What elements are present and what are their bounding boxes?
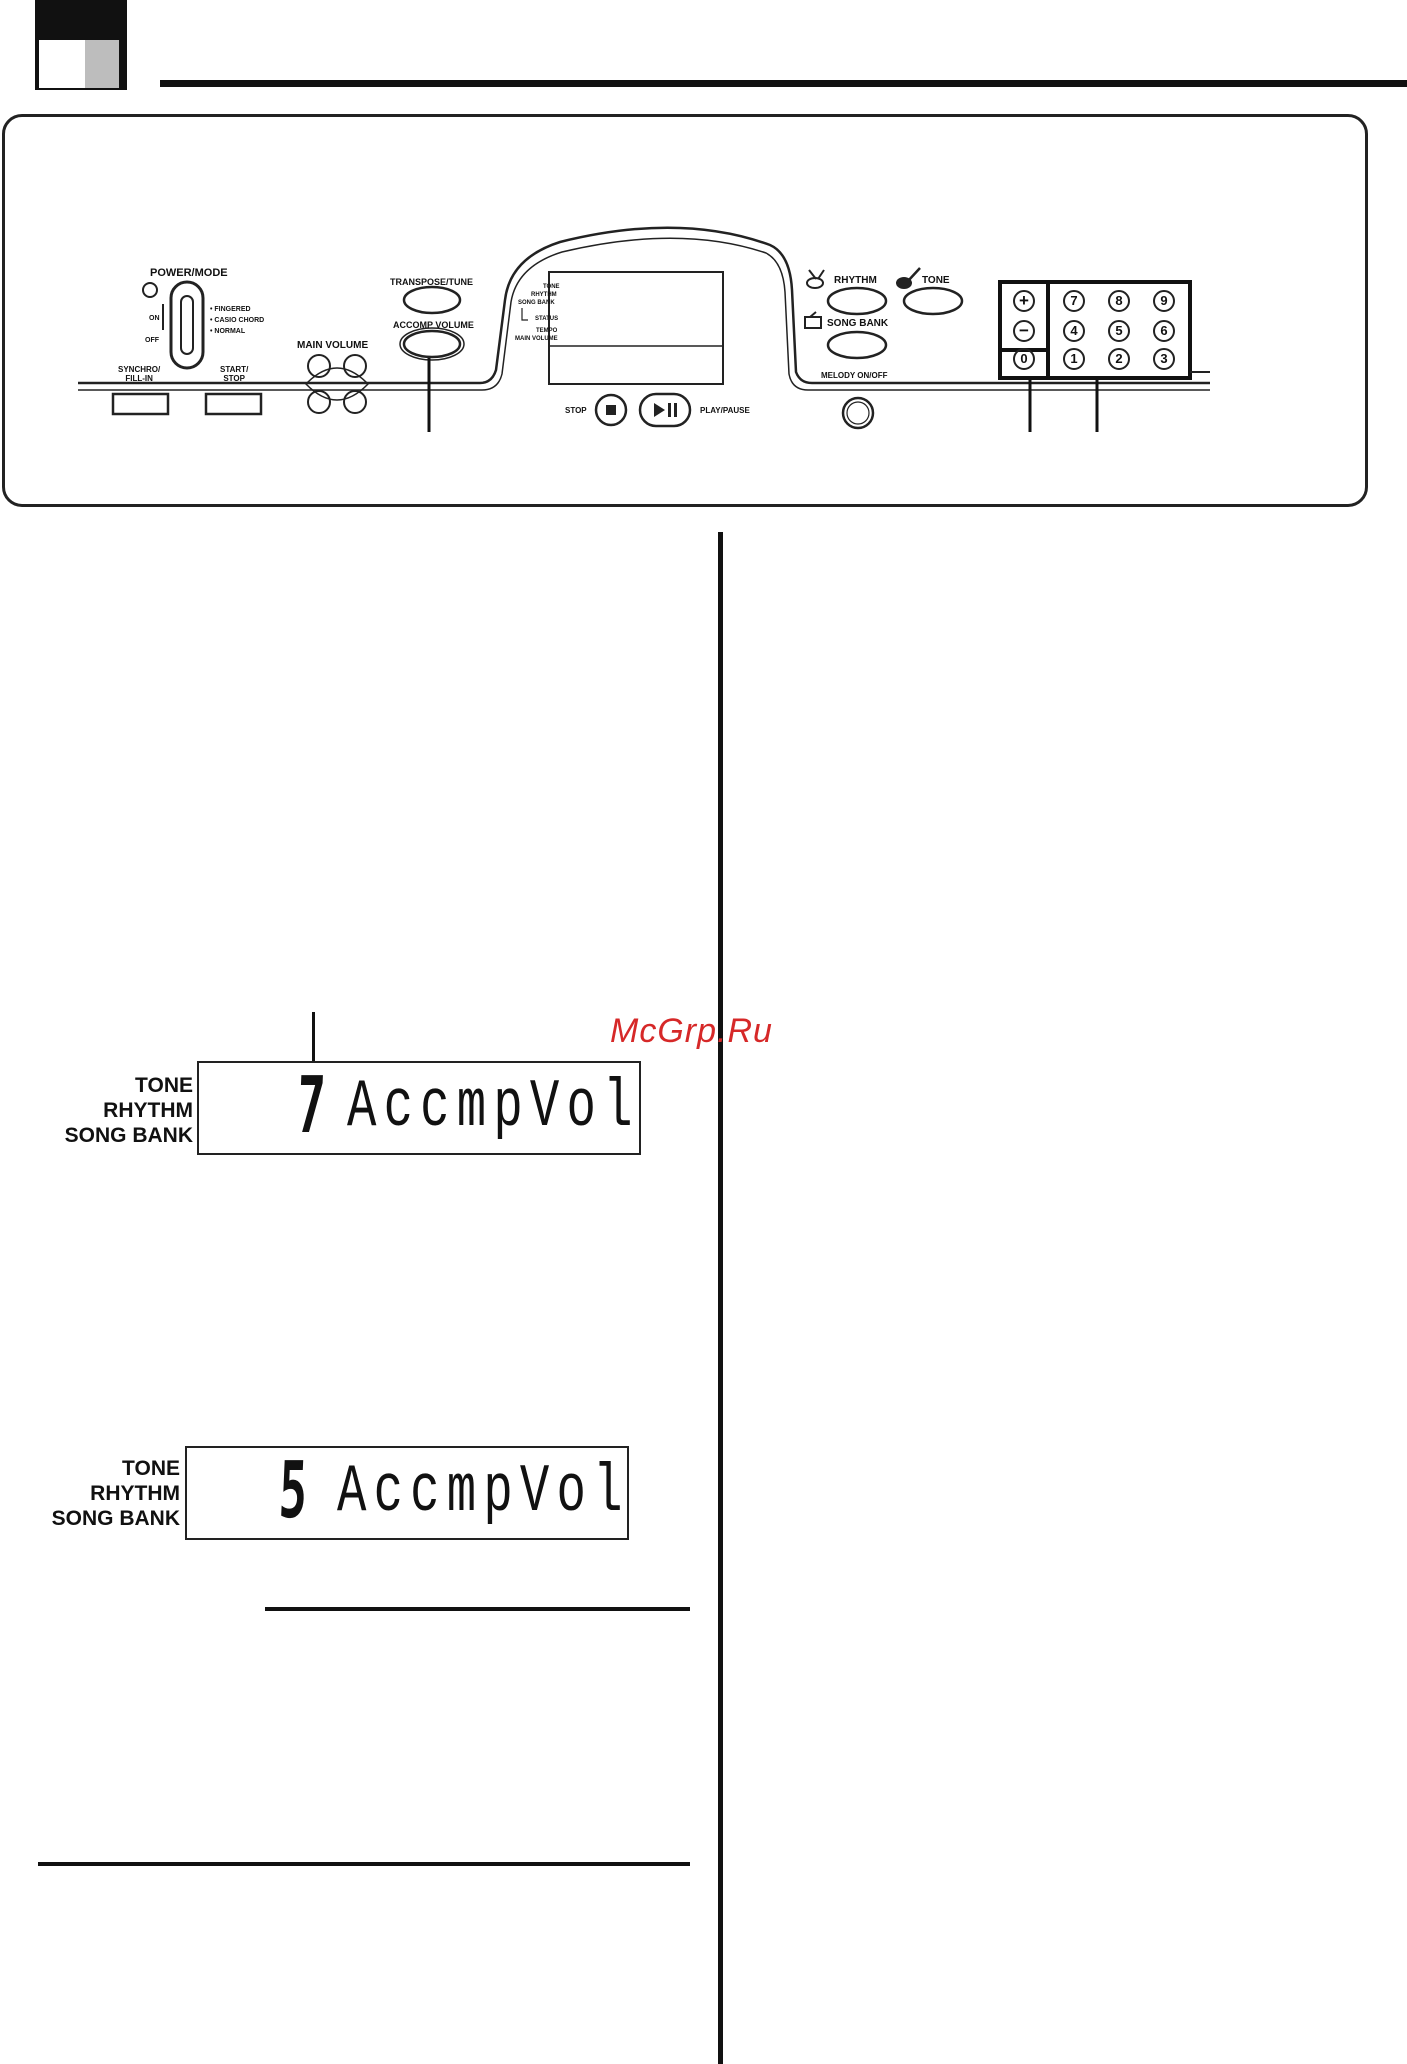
lcd1-value: 7 — [295, 1061, 328, 1151]
transpose-tune-button — [402, 285, 462, 315]
normal-label: • NORMAL — [210, 328, 246, 335]
key-4-label: 4 — [1070, 323, 1078, 338]
display-tempo-label: TEMPO — [536, 328, 558, 334]
power-indicator-icon — [142, 282, 158, 298]
lcd2-value: 5 — [277, 1446, 310, 1536]
synchro-label: SYNCHRO/ FILL-IN — [118, 365, 161, 383]
lcd2-labels: TONE RHYTHM SONG BANK — [27, 1456, 180, 1531]
display-mainvol-label: MAIN VOLUME — [515, 336, 558, 342]
display-window — [548, 271, 724, 385]
drum-icon — [806, 269, 825, 289]
key-8[interactable]: 8 — [1108, 290, 1130, 312]
lcd1-text: AccmpVol — [347, 1069, 640, 1146]
casio-chord-label: • CASIO CHORD — [210, 317, 265, 324]
display-rhythm-label: RHYTHM — [531, 292, 557, 298]
key-1[interactable]: 1 — [1063, 348, 1085, 370]
header-corner-mark — [35, 0, 127, 90]
display-status-label: STATUS — [535, 316, 559, 322]
start-stop-label: START/ STOP — [220, 365, 249, 383]
key-7-label: 7 — [1070, 293, 1078, 308]
lcd1-label-songbank: SONG BANK — [64, 1124, 193, 1147]
synchro-fill-in-button — [111, 392, 170, 416]
lcd1-labels: TONE RHYTHM SONG BANK — [40, 1073, 193, 1148]
song-bank-button — [826, 330, 888, 360]
guitar-icon — [896, 267, 921, 289]
fingered-label: • FINGERED — [210, 306, 251, 313]
tone-label: TONE — [922, 275, 950, 286]
accomp-volume-label: ACCOMP VOLUME — [393, 320, 474, 330]
lcd1-display: 7 AccmpVol — [197, 1061, 641, 1155]
panel-baseline — [78, 226, 1210, 385]
melody-label: MELODY ON/OFF — [821, 371, 888, 380]
control-panel-frame — [2, 114, 1368, 507]
song-bank-label: SONG BANK — [827, 318, 889, 329]
key-2[interactable]: 2 — [1108, 348, 1130, 370]
power-mode-label: POWER/MODE — [150, 267, 228, 279]
key-minus-label: − — [1019, 321, 1029, 340]
main-volume-label: MAIN VOLUME — [297, 340, 369, 351]
key-4[interactable]: 4 — [1063, 320, 1085, 342]
song-bank-icon — [804, 311, 822, 329]
off-label: OFF — [145, 337, 159, 344]
key-1-label: 1 — [1070, 351, 1078, 366]
start-stop-button — [204, 392, 263, 416]
key-0[interactable]: 0 — [1013, 348, 1035, 370]
watermark-text: McGrp.Ru — [610, 1012, 773, 1050]
rhythm-button — [826, 286, 888, 316]
main-volume-buttons — [304, 354, 370, 414]
rhythm-label: RHYTHM — [834, 275, 877, 286]
lcd2-label-songbank: SONG BANK — [51, 1507, 180, 1530]
lcd2-label-rhythm: RHYTHM — [90, 1482, 180, 1505]
transpose-label: TRANSPOSE/TUNE — [390, 277, 474, 287]
lcd2-text: AccmpVol — [337, 1454, 630, 1531]
key-9-label: 9 — [1160, 293, 1168, 308]
lcd2-display: 5 AccmpVol — [185, 1446, 629, 1540]
column-divider — [718, 532, 723, 2064]
key-7[interactable]: 7 — [1063, 290, 1085, 312]
play-pause-label: PLAY/PAUSE — [700, 406, 750, 415]
on-label: ON — [149, 315, 160, 322]
key-6-label: 6 — [1160, 323, 1168, 338]
control-panel-drawing — [78, 226, 1210, 432]
section-rule-short — [265, 1607, 690, 1611]
stop-label: STOP — [565, 406, 587, 415]
display-tone-label: TONE — [543, 284, 560, 290]
lcd1-label-tone: TONE — [135, 1074, 193, 1097]
key-5-label: 5 — [1115, 323, 1123, 338]
tone-button — [902, 286, 964, 316]
key-6[interactable]: 6 — [1153, 320, 1175, 342]
lcd2-label-tone: TONE — [122, 1457, 180, 1480]
display-songbank-label: SONG BANK — [518, 300, 555, 306]
power-mode-switch — [169, 280, 205, 370]
key-9[interactable]: 9 — [1153, 290, 1175, 312]
header-rule — [160, 80, 1407, 87]
lcd1-label-rhythm: RHYTHM — [103, 1099, 193, 1122]
key-plus[interactable]: + — [1013, 290, 1035, 312]
key-5[interactable]: 5 — [1108, 320, 1130, 342]
accomp-volume-button — [402, 329, 462, 359]
key-3-label: 3 — [1160, 351, 1168, 366]
section-rule-long — [38, 1862, 690, 1866]
key-0-label: 0 — [1020, 351, 1028, 366]
key-8-label: 8 — [1115, 293, 1123, 308]
key-plus-label: + — [1019, 291, 1029, 310]
key-minus[interactable]: − — [1013, 320, 1035, 342]
key-2-label: 2 — [1115, 351, 1123, 366]
key-3[interactable]: 3 — [1153, 348, 1175, 370]
lcd1-pointer-line — [312, 1012, 315, 1070]
